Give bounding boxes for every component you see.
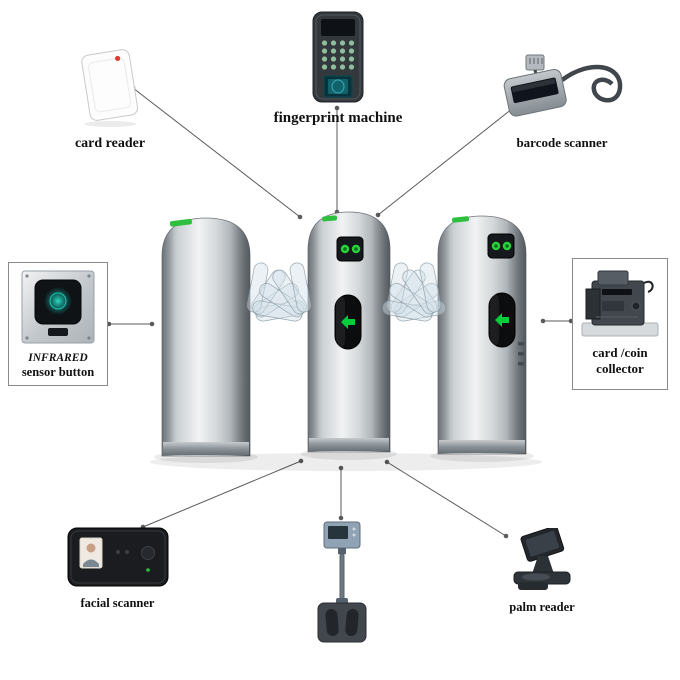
flap-wings: [246, 262, 446, 322]
turnstile-cabinet-center: [307, 211, 391, 453]
screen: [525, 530, 560, 557]
device-foot-sensor: [304, 520, 380, 644]
right-footprint-icon: [345, 609, 359, 636]
card-coin-collector-label: card /coin collector: [592, 345, 648, 377]
turnstile-cabinet-right: [437, 215, 527, 455]
infrared-button-image: [21, 270, 95, 344]
barcode-scanner-image: [503, 54, 623, 117]
connector-facial: [142, 460, 302, 528]
fingerprint-machine-image: [312, 11, 364, 103]
green-indicator-strip: [322, 215, 338, 222]
device-facial-scanner: facial scanner: [60, 526, 175, 610]
scanner-head: [503, 68, 567, 117]
infrared-button-label: INFRARED sensor button: [21, 352, 95, 380]
barcode-scanner-label: barcode scanner: [516, 135, 608, 150]
camera-icon: [115, 550, 120, 554]
device-palm-reader: palm reader: [492, 528, 592, 614]
device-infrared-sensor-button: INFRARED sensor button: [8, 262, 108, 386]
turnstile-cabinet-left: [161, 217, 251, 457]
green-indicator-strip: [169, 218, 192, 227]
cable: [560, 64, 623, 103]
coin-slot: [631, 301, 641, 311]
card-coin-collector-image: [581, 270, 659, 337]
connector-barcode: [377, 96, 528, 216]
green-arrow-icon: [341, 315, 355, 329]
card-reader-panel: [336, 236, 364, 262]
flap-barrier-turnstile: [146, 204, 550, 481]
scan-window: [510, 77, 559, 104]
connector-palm: [386, 461, 507, 537]
facial-scanner-image: [67, 527, 168, 587]
ground-shadow: [150, 453, 542, 471]
control-dial: [140, 546, 155, 560]
keypad: [321, 40, 355, 70]
card-slot: [602, 289, 632, 295]
infrared-glow-icon: [44, 287, 72, 315]
face-photo: [79, 537, 102, 569]
device-fingerprint-machine: fingerprint machine: [274, 10, 402, 127]
palm-reader-image: [513, 528, 571, 590]
card-reader-panel: [487, 233, 515, 259]
green-indicator-strip: [452, 216, 470, 223]
fingerprint-machine-label: fingerprint machine: [273, 110, 403, 126]
foot-sensor-image: [317, 521, 367, 643]
device-card-reader: card reader: [55, 44, 165, 152]
palm-reader-label: palm reader: [509, 600, 575, 614]
direction-indicator: [488, 292, 516, 348]
device-barcode-scanner: barcode scanner: [492, 50, 632, 151]
left-footprint-icon: [325, 609, 339, 636]
pole: [339, 553, 345, 601]
turnstile-image: [150, 211, 542, 471]
screen: [321, 19, 355, 36]
direction-indicator: [334, 294, 362, 350]
red-led-icon: [115, 55, 121, 62]
device-card-coin-collector: card /coin collector: [572, 258, 668, 390]
connector-card-reader: [132, 87, 301, 218]
foot-plate: [317, 602, 367, 643]
card-reader-image: [81, 49, 139, 127]
green-arrow-icon: [495, 313, 509, 327]
screen: [328, 526, 348, 539]
card-reader-label: card reader: [74, 136, 146, 151]
facial-scanner-label: facial scanner: [80, 596, 155, 610]
